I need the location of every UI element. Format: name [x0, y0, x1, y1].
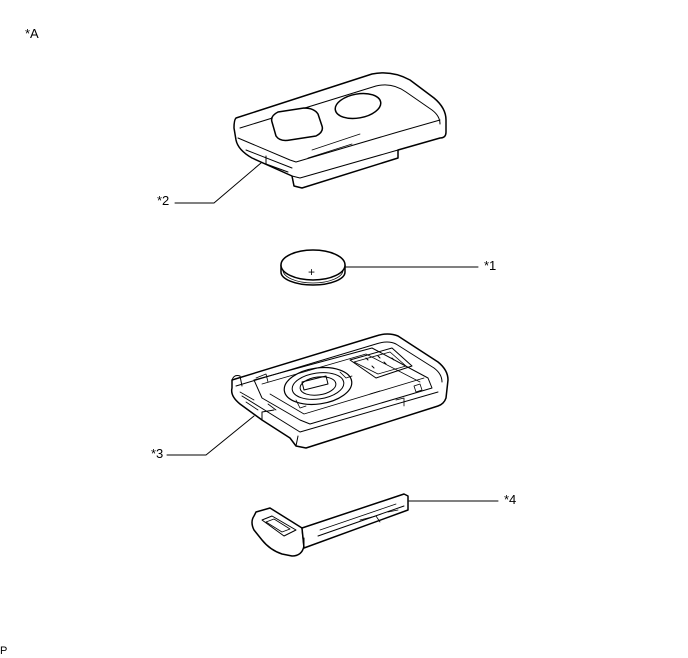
leader-line-2 [174, 162, 262, 204]
battery-polarity-symbol: + [308, 265, 316, 279]
upper-case-illustration [233, 72, 447, 189]
callout-label-4: *4 [504, 492, 517, 507]
mechanical-key-illustration [251, 493, 409, 557]
lower-case-illustration [230, 333, 449, 449]
callout-label-2: *2 [157, 193, 170, 208]
diagram-title: *A [25, 26, 39, 41]
leader-lines [166, 162, 499, 502]
callout-label-1: *1 [484, 258, 497, 273]
corner-mark: P [0, 645, 8, 657]
leader-line-3 [166, 415, 255, 456]
callout-label-3: *3 [151, 446, 164, 461]
battery-illustration [280, 249, 346, 286]
